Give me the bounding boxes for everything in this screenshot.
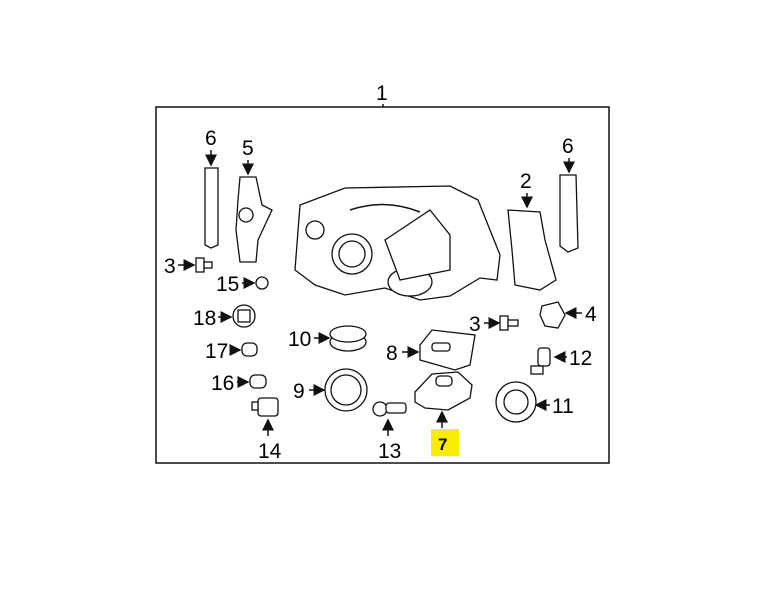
callout-16: 16	[211, 372, 234, 395]
callout-9: 9	[293, 380, 305, 403]
bulb-17[interactable]	[241, 342, 258, 357]
bolt-3-right[interactable]	[499, 315, 519, 331]
callout-14: 14	[258, 440, 282, 463]
seal-10[interactable]	[329, 325, 367, 352]
callout-1: 1	[376, 82, 388, 105]
callout-6-right: 6	[562, 135, 574, 158]
callout-6-left: 6	[205, 127, 217, 150]
assembly-frame	[155, 106, 610, 464]
callout-4: 4	[585, 303, 597, 326]
bulb-13[interactable]	[372, 401, 407, 417]
socket-14[interactable]	[251, 397, 279, 417]
callout-13: 13	[378, 440, 401, 463]
headlamp-housing[interactable]	[294, 185, 501, 301]
callout-3-left: 3	[164, 255, 176, 278]
bracket-6-right[interactable]	[559, 174, 579, 253]
callout-11: 11	[552, 395, 574, 418]
bulb-15[interactable]	[255, 276, 269, 290]
cap-9[interactable]	[324, 368, 368, 412]
ballast-7[interactable]	[414, 371, 473, 411]
callout-8: 8	[386, 342, 398, 365]
callout-10: 10	[288, 328, 311, 351]
bracket-6-left[interactable]	[204, 167, 219, 249]
callout-18: 18	[193, 307, 216, 330]
nut-4[interactable]	[539, 301, 566, 329]
highlight-badge	[431, 429, 459, 456]
callout-3-right: 3	[469, 313, 481, 336]
bulb-16[interactable]	[249, 374, 267, 389]
callout-17: 17	[205, 340, 228, 363]
callout-5: 5	[242, 137, 254, 160]
socket-18[interactable]	[232, 304, 256, 328]
cap-11[interactable]	[495, 381, 537, 423]
callout-2: 2	[520, 170, 532, 193]
bulb-12[interactable]	[530, 347, 551, 375]
bracket-2[interactable]	[507, 209, 557, 291]
bracket-5[interactable]	[235, 176, 273, 263]
callout-12: 12	[569, 347, 592, 370]
callout-7[interactable]: 7	[438, 435, 447, 454]
bolt-3-left[interactable]	[195, 257, 213, 273]
callout-15: 15	[216, 273, 239, 296]
control-module-8[interactable]	[419, 329, 476, 371]
